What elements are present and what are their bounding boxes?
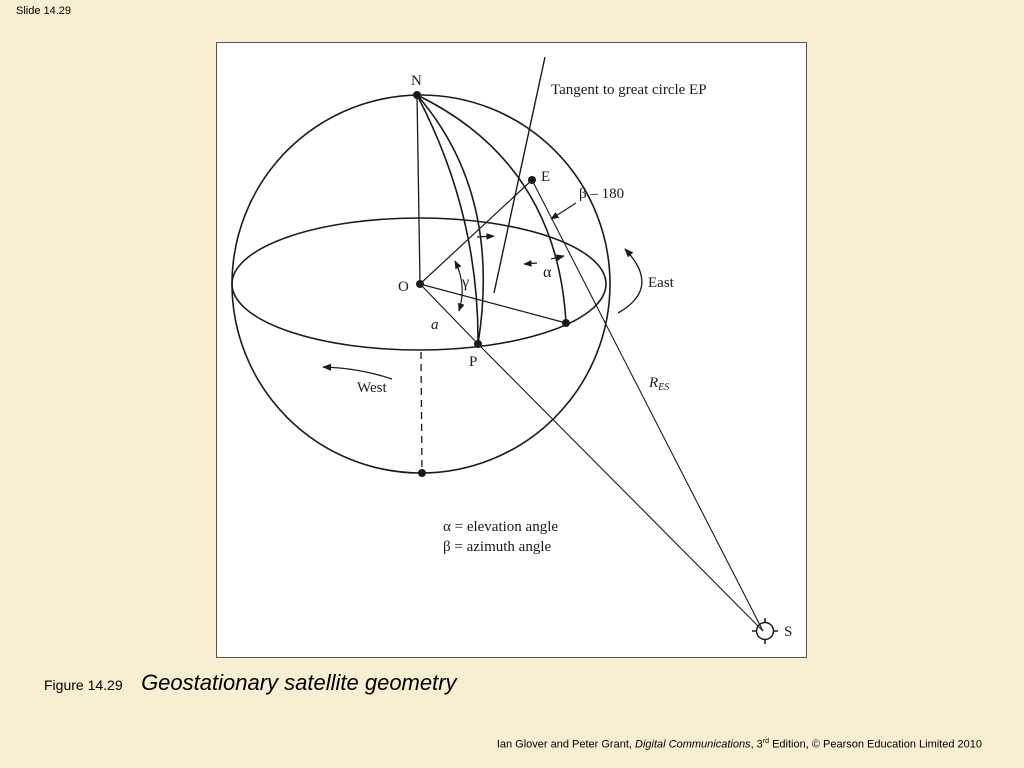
slide-number: Slide 14.29 (16, 5, 72, 17)
footer-rest: Edition, © Pearson Education Limited 201… (769, 738, 982, 751)
great-circle-ep (416, 94, 485, 345)
beta-arrow (550, 202, 577, 220)
figure-panel: N E O P S a γ α β – 180 East West RES Ta… (216, 42, 807, 658)
alpha-arrow-right (550, 254, 565, 261)
line-o-subsat (419, 283, 567, 324)
label-s: S (784, 624, 792, 640)
point-south (418, 469, 426, 477)
label-res: RES (648, 375, 669, 393)
meridian-p (416, 94, 479, 345)
alpha-arrow-left (523, 260, 538, 267)
footer-edition-sup: rd (762, 738, 770, 745)
caption-title: Geostationary satellite geometry (141, 670, 457, 695)
label-east: East (648, 275, 675, 291)
point-subsat (562, 319, 570, 327)
caption-number: Figure 14.29 (44, 677, 123, 693)
satellite-geometry-diagram: N E O P S a γ α β – 180 East West RES Ta… (231, 56, 792, 644)
footer-book: Digital Communications (635, 738, 751, 751)
label-a: a (431, 317, 439, 333)
label-gamma: γ (461, 274, 469, 291)
label-beta: β – 180 (579, 186, 624, 202)
label-n: N (411, 73, 422, 89)
point-n (413, 91, 421, 99)
legend-beta: β = azimuth angle (443, 539, 551, 555)
line-op (419, 283, 479, 345)
east-rotation-arrow (617, 248, 643, 314)
label-west: West (357, 380, 387, 396)
label-tangent: Tangent to great circle EP (551, 82, 707, 98)
footer-authors: Ian Glover and Peter Grant, (496, 738, 632, 751)
label-p: P (469, 354, 477, 370)
label-alpha: α (543, 264, 552, 281)
polar-axis (416, 94, 421, 285)
meridian-subsat (416, 94, 567, 324)
tangent-line (493, 56, 546, 294)
line-oe (419, 179, 533, 285)
line-ps (477, 343, 764, 632)
copyright-footer: Ian Glover and Peter Grant, Digital Comm… (497, 738, 982, 751)
tangent-arrow (476, 233, 495, 240)
label-o: O (398, 279, 409, 295)
label-e: E (541, 169, 550, 185)
satellite-icon (752, 618, 778, 644)
figure-caption: Figure 14.29 Geostationary satellite geo… (44, 670, 457, 696)
point-p (474, 340, 482, 348)
line-es (531, 179, 764, 632)
point-e (528, 176, 536, 184)
legend-alpha: α = elevation angle (443, 519, 558, 535)
west-arrow (322, 363, 393, 380)
lower-axis-dashed (420, 351, 423, 474)
gamma-arc-arrow (454, 260, 465, 312)
footer-edition: , 3 (750, 738, 763, 751)
point-o (416, 280, 424, 288)
